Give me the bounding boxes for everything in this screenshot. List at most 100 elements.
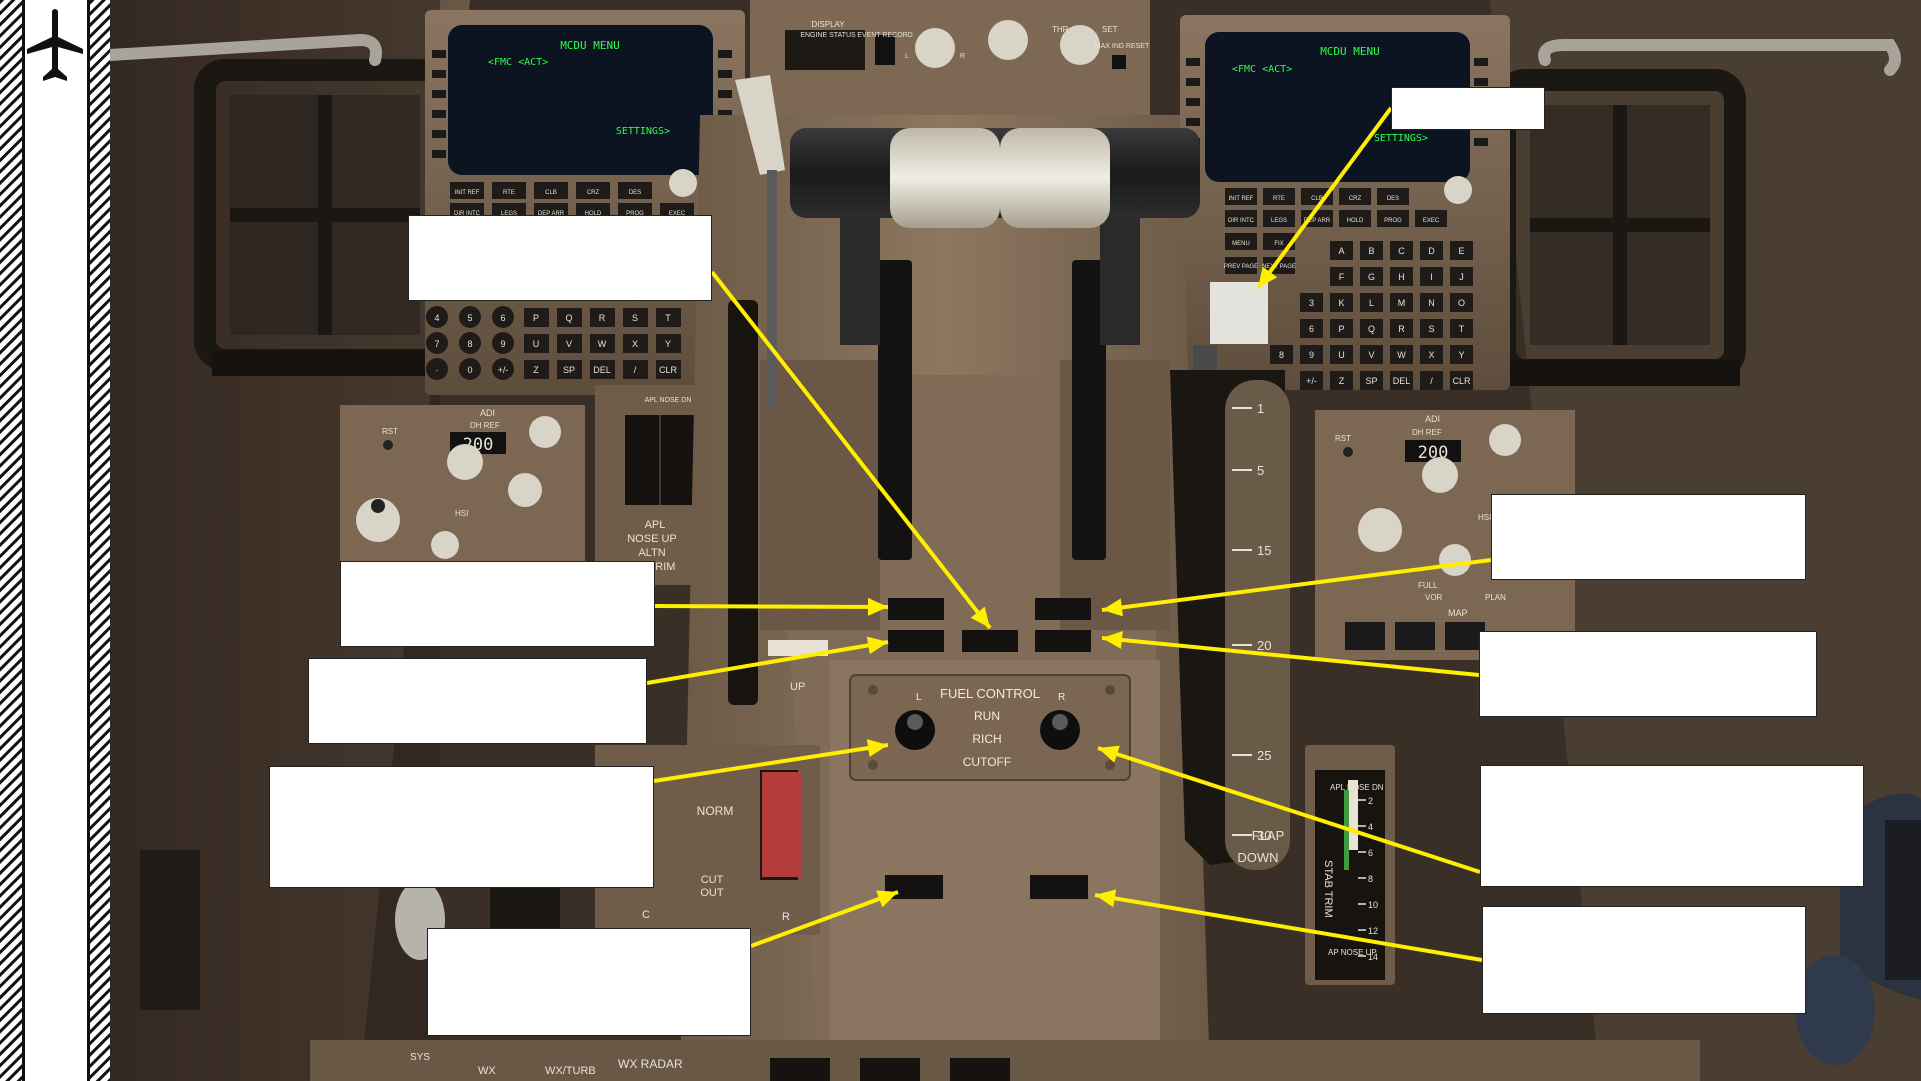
right-cdu-screen-title: MCDU MENU <box>1320 45 1380 58</box>
left-cdu-letter-key[interactable] <box>656 308 681 327</box>
sys-label: SYS <box>410 1052 430 1063</box>
left-cdu-letter-key[interactable] <box>623 360 648 379</box>
left-cdu-letter-key[interactable] <box>590 334 615 353</box>
left-cdu-letter-key[interactable] <box>590 360 615 379</box>
right-cdu-page-key-label: HOLD <box>1347 218 1364 224</box>
right-cdu-letter-key[interactable] <box>1300 319 1323 338</box>
right-cdu-letter-key[interactable] <box>1330 267 1353 286</box>
callout-arrow-head <box>970 606 990 628</box>
left-cdu-number-key[interactable] <box>459 332 481 354</box>
left-cdu-number-key[interactable] <box>426 306 448 328</box>
right-cdu-letter-key[interactable] <box>1450 345 1473 364</box>
left-cdu-letter-key[interactable] <box>656 334 681 353</box>
right-cdu-letter-key[interactable] <box>1390 345 1413 364</box>
right-cdu-letter-key[interactable] <box>1300 371 1323 390</box>
right-cdu-letter-key[interactable] <box>1390 371 1413 390</box>
autothrottle-disconnect-right[interactable] <box>1035 598 1091 620</box>
left-cdu-key-label: 7 <box>434 339 439 349</box>
left-cdu-number-key[interactable] <box>492 332 514 354</box>
autothrottle-disconnect-left[interactable] <box>888 598 944 620</box>
right-cdu-letter-key[interactable] <box>1330 345 1353 364</box>
right-cdu-letter-key[interactable] <box>1390 319 1413 338</box>
left-cdu-number-key[interactable] <box>426 358 448 380</box>
right-cdu-letter-key[interactable] <box>1390 293 1413 312</box>
right-cdu-page-key[interactable] <box>1339 210 1371 227</box>
right-cdu-key-label: Y <box>1458 350 1464 360</box>
left-cdu-function-key[interactable] <box>618 182 652 199</box>
right-cdu-letter-key[interactable] <box>1450 293 1473 312</box>
right-cdu-letter-key[interactable] <box>1330 293 1353 312</box>
right-cdu-page-key[interactable] <box>1415 210 1447 227</box>
right-cdu-letter-key[interactable] <box>1270 345 1293 364</box>
right-cdu-function-key[interactable] <box>1263 188 1295 205</box>
left-cdu-letter-key[interactable] <box>524 308 549 327</box>
right-cdu-letter-key[interactable] <box>1450 371 1473 390</box>
right-cdu-letter-key[interactable] <box>1360 293 1383 312</box>
right-cdu-letter-key[interactable] <box>1300 293 1323 312</box>
left-cdu-function-key[interactable] <box>534 182 568 199</box>
left-cdu-screen-line2: SETTINGS> <box>616 126 670 137</box>
right-cdu-key-label: O <box>1458 298 1465 308</box>
right-cdu-letter-key[interactable] <box>1360 319 1383 338</box>
left-cdu-letter-key[interactable] <box>623 334 648 353</box>
right-cdu-page-key[interactable] <box>1263 210 1295 227</box>
left-cdu-key-label: 5 <box>467 313 472 323</box>
right-cdu-letter-key[interactable] <box>1360 371 1383 390</box>
right-cdu-letter-key[interactable] <box>1330 319 1353 338</box>
right-cdu-letter-key[interactable] <box>1360 345 1383 364</box>
right-cdu-letter-key[interactable] <box>1420 345 1443 364</box>
left-cdu-letter-key[interactable] <box>524 360 549 379</box>
right-adi-hsi: HSI <box>1478 513 1491 522</box>
left-cdu-letter-key[interactable] <box>590 308 615 327</box>
right-cdu-letter-key[interactable] <box>1330 241 1353 260</box>
left-cdu-function-key[interactable] <box>450 182 484 199</box>
left-cdu-number-key[interactable] <box>492 358 514 380</box>
left-cdu-number-key[interactable] <box>459 306 481 328</box>
right-cdu-function-key[interactable] <box>1377 188 1409 205</box>
right-cdu-function-key[interactable] <box>1339 188 1371 205</box>
left-cdu-key-label: SP <box>563 365 575 375</box>
left-cdu-function-key[interactable] <box>492 182 526 199</box>
left-cdu-number-key[interactable] <box>492 306 514 328</box>
left-cdu-number-key[interactable] <box>426 332 448 354</box>
lower-switch-right[interactable] <box>1030 875 1088 899</box>
left-cdu-letter-key[interactable] <box>623 308 648 327</box>
left-cdu-key-label: / <box>634 365 637 375</box>
left-cdu-screen-title: MCDU MENU <box>560 39 620 52</box>
right-cdu-page-key[interactable] <box>1377 210 1409 227</box>
right-cdu-letter-key[interactable] <box>1450 241 1473 260</box>
right-cdu-letter-key[interactable] <box>1360 267 1383 286</box>
right-cdu-letter-key[interactable] <box>1450 319 1473 338</box>
left-cdu-letter-key[interactable] <box>557 360 582 379</box>
right-cdu-letter-key[interactable] <box>1300 345 1323 364</box>
left-cdu-number-key[interactable] <box>459 358 481 380</box>
left-cdu-letter-key[interactable] <box>524 334 549 353</box>
right-cdu-letter-key[interactable] <box>1420 371 1443 390</box>
left-cdu-letter-key[interactable] <box>656 360 681 379</box>
right-cdu-letter-key[interactable] <box>1420 319 1443 338</box>
right-cdu-page-key[interactable] <box>1301 210 1333 227</box>
right-cdu-function-key[interactable] <box>1225 188 1257 205</box>
left-cdu-letter-key[interactable] <box>557 334 582 353</box>
left-cdu-letter-key[interactable] <box>557 308 582 327</box>
right-cdu-letter-key[interactable] <box>1420 241 1443 260</box>
right-adi-sub: DH REF <box>1412 428 1442 437</box>
left-adi-rst: RST <box>382 427 398 436</box>
right-cdu-letter-key[interactable] <box>1450 267 1473 286</box>
right-cdu-letter-key[interactable] <box>1330 371 1353 390</box>
left-cdu-key-label: Y <box>665 339 671 349</box>
left-cdu-function-key[interactable] <box>576 182 610 199</box>
right-cdu-function-key[interactable] <box>1301 188 1333 205</box>
right-cdu-key-label: W <box>1397 350 1406 360</box>
right-cdu-letter-key[interactable] <box>1420 293 1443 312</box>
right-cdu-menu-key[interactable] <box>1225 233 1257 250</box>
right-cdu-nav-key[interactable] <box>1225 257 1257 274</box>
left-cdu-function-key-label: CLB <box>545 190 557 196</box>
right-cdu-letter-key[interactable] <box>1420 267 1443 286</box>
right-cdu-letter-key[interactable] <box>1390 241 1413 260</box>
callout-box-left-fuel-control <box>269 766 654 888</box>
right-cdu-letter-key[interactable] <box>1360 241 1383 260</box>
right-cdu-letter-key[interactable] <box>1390 267 1413 286</box>
right-cdu-page-key[interactable] <box>1225 210 1257 227</box>
